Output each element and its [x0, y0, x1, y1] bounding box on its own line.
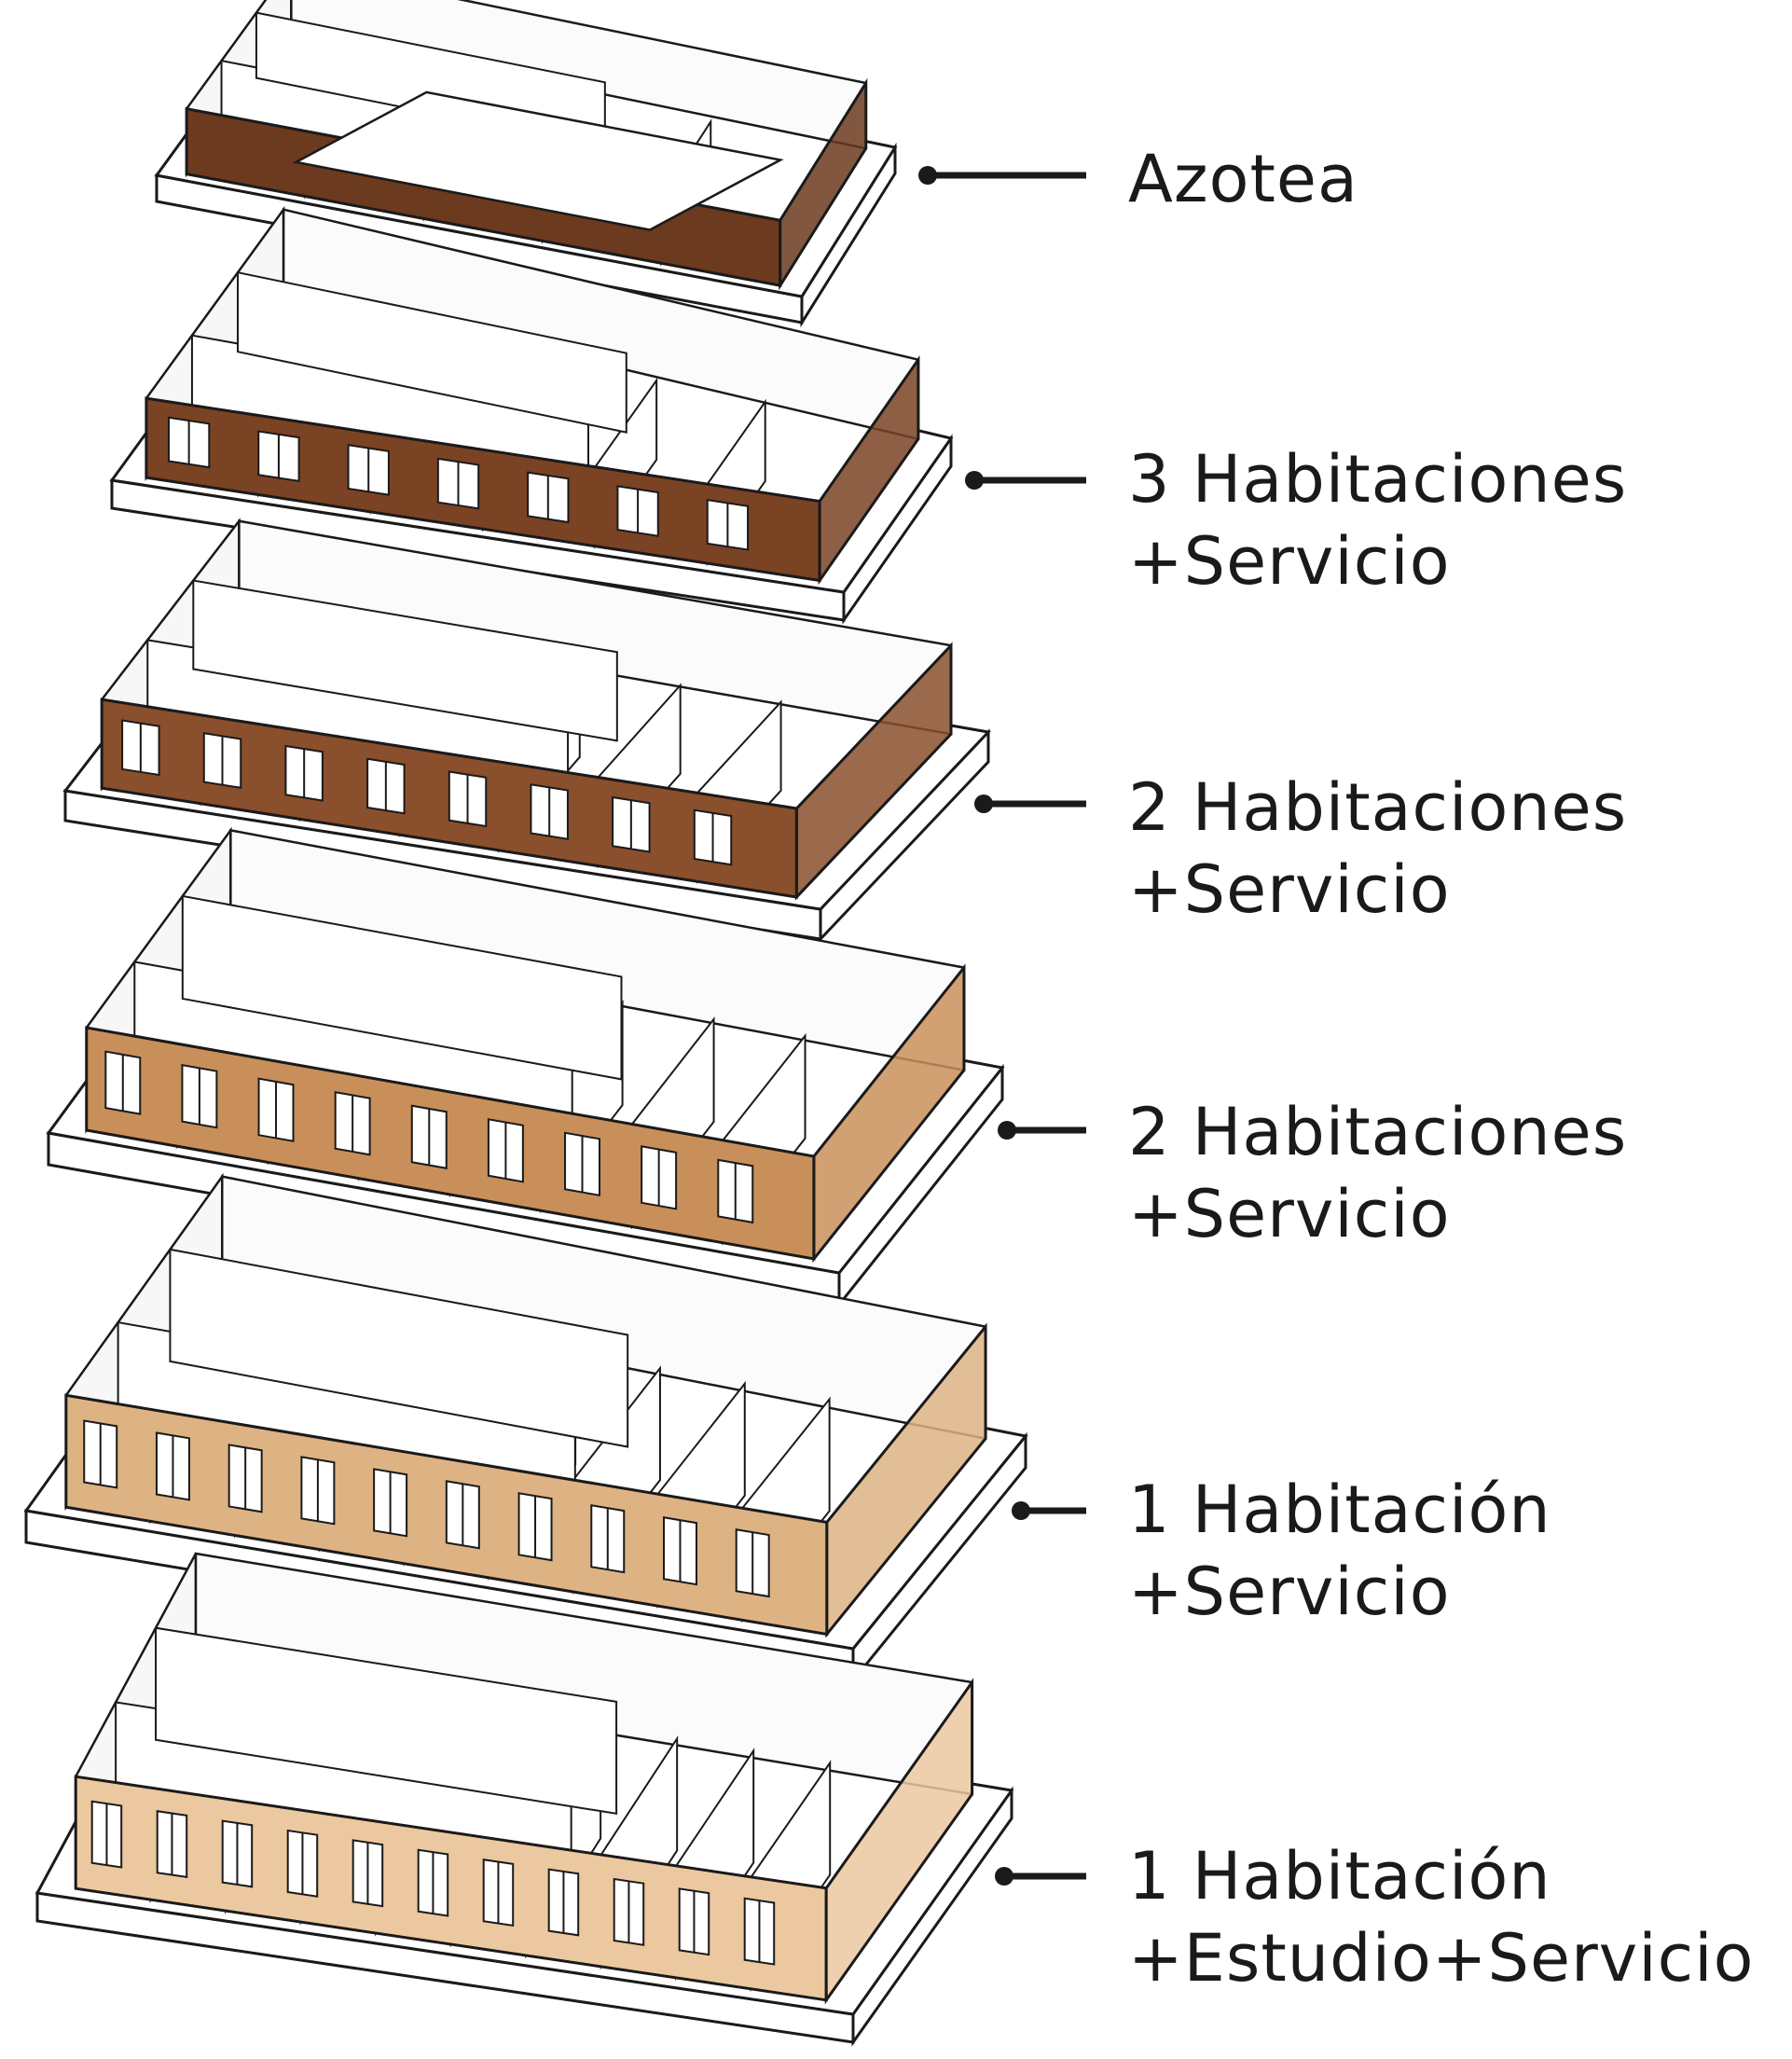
- partition-wall: [155, 1626, 618, 1816]
- floor-azotea: [154, 0, 1086, 328]
- label-line1: 1 Habitación: [1128, 1472, 1551, 1548]
- facade-side: [818, 354, 920, 586]
- label-line2: +Servicio: [1128, 1176, 1451, 1252]
- label-1-habitacion-estudio: 1 Habitación +Estudio+Servicio: [1128, 1835, 1754, 1999]
- roof-structure: [292, 90, 784, 231]
- label-line1: 2 Habitaciones: [1128, 1094, 1628, 1170]
- facade-side: [779, 77, 868, 291]
- label-2-habitaciones-upper: 2 Habitaciones +Servicio: [1128, 767, 1627, 931]
- label-line1: 1 Habitación: [1128, 1838, 1551, 1914]
- partition-wall: [237, 270, 627, 434]
- label-line2: +Estudio+Servicio: [1128, 1920, 1755, 1997]
- label-azotea: Azotea: [1128, 138, 1358, 220]
- label-line2: +Servicio: [1128, 523, 1451, 600]
- label-1-habitacion: 1 Habitación +Servicio: [1128, 1469, 1551, 1633]
- floor-3hab: [109, 205, 1086, 625]
- label-line1: 2 Habitaciones: [1128, 769, 1628, 846]
- label-2-habitaciones-lower: 2 Habitaciones +Servicio: [1128, 1091, 1627, 1255]
- label-line2: +Servicio: [1128, 1554, 1451, 1630]
- facade-side: [812, 963, 966, 1264]
- partition-wall: [169, 1248, 629, 1448]
- facade-side: [794, 642, 953, 901]
- label-line2: +Servicio: [1128, 851, 1451, 928]
- partition-wall: [192, 579, 618, 742]
- facade-side: [824, 1678, 974, 2005]
- floor-2hab-lower: [46, 826, 1086, 1309]
- facade-side: [825, 1322, 987, 1638]
- floor-2hab-upper: [62, 518, 1086, 943]
- label-line1: Azotea: [1128, 141, 1358, 217]
- label-line1: 3 Habitaciones: [1128, 441, 1628, 518]
- floor-1hab-estudio: [34, 1552, 1086, 2047]
- label-3-habitaciones: 3 Habitaciones +Servicio: [1128, 438, 1627, 602]
- partition-wall: [181, 894, 623, 1081]
